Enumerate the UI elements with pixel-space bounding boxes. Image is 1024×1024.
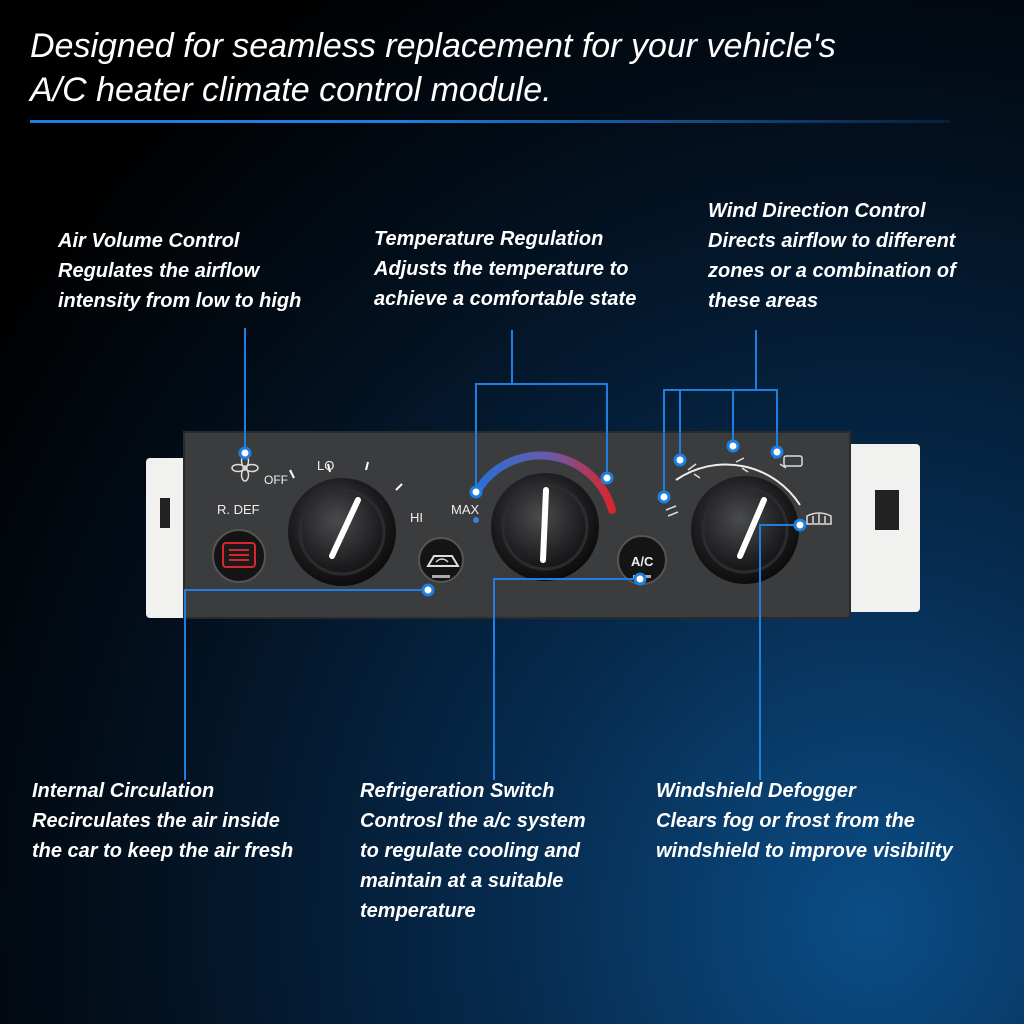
callout-line: windshield to improve visibility	[656, 840, 953, 862]
callout-line: temperature	[360, 900, 476, 922]
callout-markers	[238, 439, 807, 597]
ac-label: A/C	[631, 554, 654, 569]
callout-title: Wind Direction Control	[708, 200, 926, 222]
callout-line: these areas	[708, 290, 819, 312]
callout-line: Recirculates the air inside	[32, 810, 280, 832]
hi-label: HI	[410, 510, 423, 525]
callout-line: achieve a comfortable state	[374, 288, 637, 310]
callout-title: Refrigeration Switch	[360, 780, 555, 802]
right-mounting-bracket	[846, 444, 920, 612]
headline-line-1: Designed for seamless replacement for yo…	[30, 27, 836, 65]
callout-title: Internal Circulation	[32, 780, 215, 802]
temperature-knob	[473, 451, 616, 581]
callout-line: maintain at a suitable	[360, 870, 564, 892]
headline: Designed for seamless replacement for yo…	[30, 24, 990, 112]
rdef-label: R. DEF	[217, 502, 260, 517]
off-label: OFF	[264, 473, 288, 487]
callout-wind-direction: Wind Direction Control Directs airflow t…	[708, 196, 956, 316]
callout-title: Air Volume Control	[58, 230, 240, 252]
headline-divider	[30, 120, 950, 123]
air-mode-knob	[675, 463, 801, 584]
callout-temperature: Temperature Regulation Adjusts the tempe…	[374, 224, 636, 314]
fan-speed-knob	[288, 478, 396, 586]
fan-icon	[231, 454, 259, 482]
callout-line: to regulate cooling and	[360, 840, 581, 862]
callout-line: Regulates the airflow	[58, 260, 260, 282]
left-mounting-bracket	[146, 458, 190, 618]
callout-line: Adjusts the temperature to	[374, 258, 629, 280]
callout-defogger: Windshield Defogger Clears fog or frost …	[656, 776, 953, 866]
callout-line: zones or a combination of	[708, 260, 956, 282]
leader-lines	[184, 328, 800, 780]
callout-line: intensity from low to high	[58, 290, 302, 312]
callout-title: Windshield Defogger	[656, 780, 856, 802]
recirculation-button	[418, 537, 464, 583]
callout-internal-circulation: Internal Circulation Recirculates the ai…	[32, 776, 293, 866]
callout-line: Controsl the a/c system	[360, 810, 586, 832]
callout-refrigeration: Refrigeration Switch Controsl the a/c sy…	[360, 776, 586, 926]
lo-label: LO	[317, 458, 334, 473]
callout-line: Directs airflow to different	[708, 230, 956, 252]
max-label: MAX	[451, 502, 480, 517]
callout-title: Temperature Regulation	[374, 228, 604, 250]
windshield-defrost-icon	[783, 455, 832, 525]
callout-air-volume: Air Volume Control Regulates the airflow…	[58, 226, 301, 316]
headline-line-2: A/C heater climate control module.	[30, 71, 552, 109]
callout-line: Clears fog or frost from the	[656, 810, 915, 832]
callout-line: the car to keep the air fresh	[32, 840, 294, 862]
rear-defrost-button	[212, 529, 266, 583]
fan-scale-ticks	[289, 461, 403, 491]
